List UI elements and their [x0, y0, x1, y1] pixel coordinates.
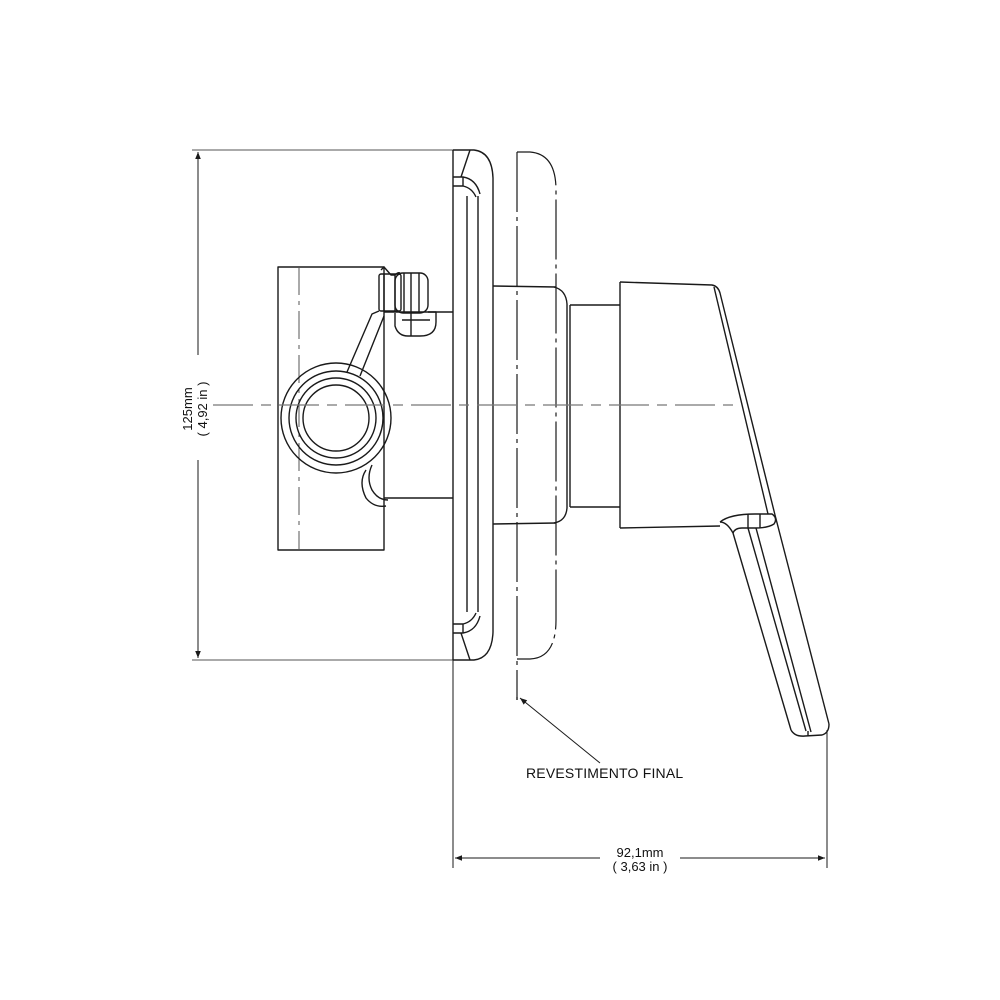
depth-imperial: ( 3,63 in ) [612, 859, 668, 874]
finish-surface-callout: REVESTIMENTO FINAL [526, 765, 684, 781]
depth-dimension [452, 660, 828, 868]
depth-metric: 92,1mm [616, 845, 664, 860]
height-dimension [192, 149, 460, 661]
valve-body [277, 266, 453, 551]
escutcheon-plate [452, 149, 494, 661]
height-imperial: ( 4,92 in ) [195, 381, 210, 437]
valve-stem-hub [492, 285, 620, 525]
lever-handle [619, 281, 830, 737]
height-dimension-label: 125mm ( 4,92 in ) [180, 359, 215, 459]
depth-dimension-label: 92,1mm ( 3,63 in ) [590, 846, 690, 873]
finish-surface-line [516, 151, 601, 764]
height-metric: 125mm [180, 387, 195, 431]
